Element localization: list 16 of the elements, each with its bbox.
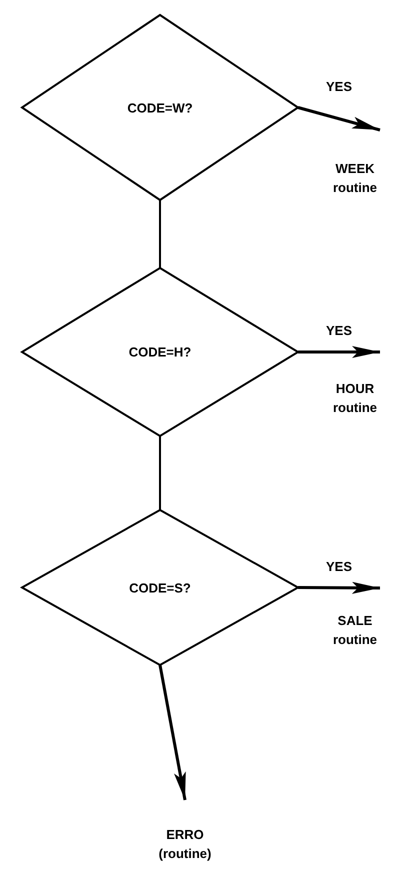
connector-line xyxy=(159,436,161,510)
decision-text: CODE=W? xyxy=(126,100,194,115)
arrow xyxy=(298,582,380,594)
arrow xyxy=(158,664,186,800)
routine-label: ERRO (routine) xyxy=(158,826,212,863)
arrow xyxy=(298,106,380,132)
connector-line xyxy=(159,200,161,268)
decision-text: CODE=S? xyxy=(128,580,192,595)
routine-label: SALE routine xyxy=(332,612,378,649)
edge-label: YES xyxy=(324,78,353,96)
arrow xyxy=(298,346,380,358)
edge-label: YES xyxy=(324,322,353,340)
routine-label: HOUR routine xyxy=(332,380,378,417)
edge-label: YES xyxy=(324,558,353,576)
decision-text: CODE=H? xyxy=(128,344,192,360)
routine-label: WEEK routine xyxy=(332,160,378,197)
